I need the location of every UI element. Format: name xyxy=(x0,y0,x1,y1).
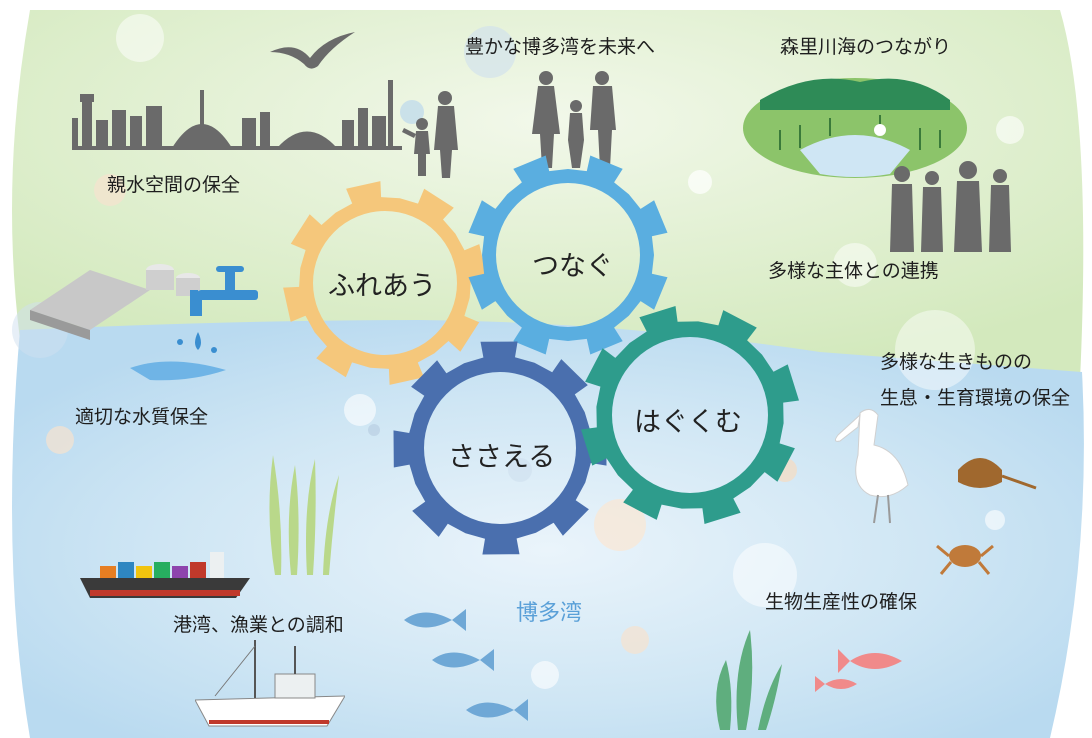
gear-label-hagukumu: はぐくむ xyxy=(634,407,742,438)
spoonbill-icon xyxy=(834,409,909,524)
people-group-icon xyxy=(890,161,1011,252)
label-habitat-1: 多様な生きものの xyxy=(880,351,1033,373)
gear-label-tsunagu: つなぐ xyxy=(532,251,613,282)
fish-icon xyxy=(432,649,494,671)
red-fish-icon xyxy=(815,676,857,692)
label-forest-sea: 森里川海のつながり xyxy=(780,36,952,58)
gear-label-sasaeru: ささえる xyxy=(448,442,556,473)
city-skyline-icon xyxy=(72,80,402,150)
gear-fureau xyxy=(283,181,487,385)
label-habitat-2: 生息・生育環境の保全 xyxy=(880,387,1071,409)
label-bay-name: 博多湾 xyxy=(516,601,583,626)
fishing-boat-icon xyxy=(195,640,345,727)
bird-icon xyxy=(270,32,355,69)
gear-label-fureau: ふれあう xyxy=(328,271,436,302)
label-harbor-fishery: 港湾、漁業との調和 xyxy=(173,614,344,636)
crab-icon xyxy=(936,544,994,575)
label-productivity: 生物生産性の確保 xyxy=(765,591,918,613)
horseshoe-crab-icon xyxy=(958,458,1037,490)
red-fish-icon xyxy=(838,649,902,673)
fish-icon xyxy=(404,609,466,631)
label-future-bay: 豊かな博多湾を未来へ xyxy=(465,36,656,58)
label-water-quality: 適切な水質保全 xyxy=(75,406,209,428)
parent-child-icon xyxy=(402,91,458,178)
seaweed-icon xyxy=(716,630,782,730)
family-icon xyxy=(532,71,616,168)
seagrass-icon xyxy=(269,455,339,575)
container-ship-icon xyxy=(80,552,250,598)
label-waterfront: 親水空間の保全 xyxy=(107,174,241,196)
fish-icon xyxy=(466,699,528,721)
water-facility-icon xyxy=(30,264,258,381)
label-stakeholders: 多様な主体との連携 xyxy=(768,260,939,282)
sea-area xyxy=(12,320,1084,738)
forest-sea-icon xyxy=(743,78,967,178)
